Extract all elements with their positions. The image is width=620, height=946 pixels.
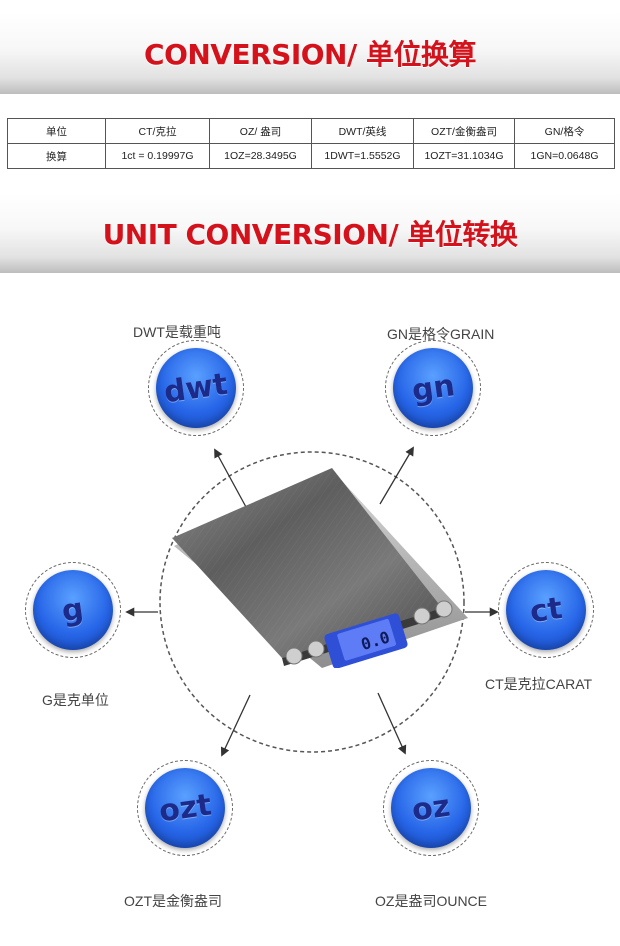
- ozt-caption: OZT是金衡盎司: [124, 893, 222, 909]
- unit-oz: oz: [383, 760, 479, 856]
- table-cell: CT/克拉: [105, 118, 210, 144]
- table-row: 单位 CT/克拉 OZ/ 盎司 DWT/英线 OZT/金衡盎司 GN/格令: [7, 118, 615, 144]
- center-dashed-circle: [159, 451, 465, 753]
- ozt-badge: ozt: [145, 768, 225, 848]
- unit-conversion-title: UNIT CONVERSION/ 单位转换: [102, 218, 518, 251]
- scale-lcd: [324, 613, 408, 668]
- ozt-abbr: ozt: [156, 787, 214, 829]
- unit-gn: gn: [385, 340, 481, 436]
- arrow-gn: [379, 446, 414, 505]
- arrow-ozt: [220, 694, 251, 757]
- table-cell: 1DWT=1.5552G: [311, 143, 414, 169]
- conversion-table: 单位 CT/克拉 OZ/ 盎司 DWT/英线 OZT/金衡盎司 GN/格令 换算…: [7, 118, 615, 169]
- g-abbr: g: [59, 591, 87, 629]
- table-cell: 1GN=0.0648G: [514, 143, 615, 169]
- dwt-abbr: dwt: [162, 366, 230, 410]
- power-button: [285, 647, 303, 665]
- gn-caption: GN是格令GRAIN: [387, 326, 495, 342]
- arrow-oz: [377, 692, 407, 755]
- gn-abbr: gn: [409, 367, 457, 409]
- table-cell: 1OZT=31.1034G: [413, 143, 515, 169]
- g-badge: g: [33, 570, 113, 650]
- g-caption: G是克单位: [42, 692, 109, 708]
- conversion-banner: CONVERSION/ 单位换算: [0, 12, 620, 94]
- ct-abbr: ct: [527, 590, 565, 630]
- oz-badge: oz: [391, 768, 471, 848]
- digital-scale-image: 0.0: [172, 468, 468, 668]
- table-cell: 1ct = 0.19997G: [105, 143, 210, 169]
- table-cell: OZ/ 盎司: [209, 118, 312, 144]
- dwt-caption: DWT是载重吨: [133, 324, 221, 340]
- gn-badge: gn: [393, 348, 473, 428]
- unit-g: g: [25, 562, 121, 658]
- ct-caption: CT是克拉CARAT: [485, 676, 593, 692]
- table-cell: 换算: [7, 143, 106, 169]
- table-cell: GN/格令: [514, 118, 615, 144]
- diagram-connectors: [125, 446, 499, 757]
- oz-abbr: oz: [409, 788, 453, 828]
- oz-caption: OZ是盎司OUNCE: [375, 893, 487, 909]
- unit-button: [307, 640, 325, 658]
- unit-diagram: 0.0 dwt DWT是载重吨 gn GN是格令GRAIN g G是克单位 ct…: [0, 290, 620, 946]
- table-cell: OZT/金衡盎司: [413, 118, 515, 144]
- unit-dwt: dwt: [148, 340, 244, 436]
- dwt-badge: dwt: [156, 348, 236, 428]
- table-row: 换算 1ct = 0.19997G 1OZ=28.3495G 1DWT=1.55…: [7, 143, 615, 169]
- conversion-title: CONVERSION/ 单位换算: [144, 38, 476, 71]
- ct-badge: ct: [506, 570, 586, 650]
- arrow-dwt: [214, 448, 247, 508]
- count-button: [413, 607, 431, 625]
- table-cell: DWT/英线: [311, 118, 414, 144]
- table-cell: 单位: [7, 118, 106, 144]
- unit-ct: ct: [498, 562, 594, 658]
- table-cell: 1OZ=28.3495G: [209, 143, 312, 169]
- tare-button: [435, 600, 453, 618]
- unit-ozt: ozt: [137, 760, 233, 856]
- unit-conversion-banner: UNIT CONVERSION/ 单位转换: [0, 193, 620, 273]
